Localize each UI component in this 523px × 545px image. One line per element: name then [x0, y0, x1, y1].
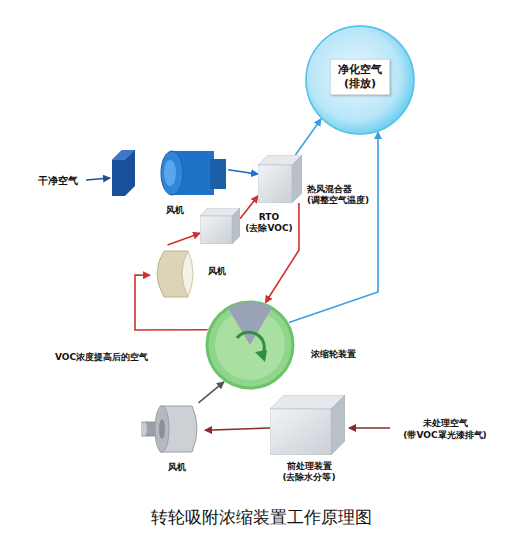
pretreatment-box-shape: [270, 395, 345, 455]
inlet-label: 干净空气: [38, 174, 78, 187]
flow-connector: [289, 132, 378, 323]
fan-unit-shape: [150, 245, 200, 300]
node-label: 风机: [208, 266, 226, 277]
fan-unit-shape: [158, 145, 228, 200]
rto-box: RTO (去除VOC): [200, 208, 240, 244]
flow-label: VOC浓度提高后的空气: [55, 352, 148, 364]
rto-box-shape: [200, 208, 240, 244]
fan-unit: 风机: [158, 145, 228, 200]
node-label: 风机: [168, 462, 186, 473]
concentrator-wheel-shape: [205, 300, 295, 390]
node-label: 风机: [166, 205, 184, 216]
filter-top: [112, 150, 135, 160]
node-label: RTO (去除VOC): [243, 212, 295, 235]
flow-connector: [205, 428, 270, 430]
node-label: 热风混合器 (调整空气温度): [307, 184, 377, 207]
flow-connector: [228, 170, 258, 174]
node-label: 浓缩轮装置: [311, 349, 356, 360]
flow-connector: [295, 119, 321, 155]
flow-connector: [168, 233, 201, 245]
filter-panel: [112, 150, 135, 196]
diagram-caption: 转轮吸附浓缩装置工作原理图: [0, 506, 523, 529]
pretreatment-box: 前处理装置 (去除水分等): [270, 395, 345, 455]
hot-air-mixer-box: 热风混合器 (调整空气温度): [258, 155, 302, 203]
fan-unit: 风机: [150, 245, 200, 300]
flow-connector: [240, 196, 258, 219]
flow-connector: [199, 382, 224, 403]
fan-unit-shape: [140, 400, 205, 455]
purified-air-circle: 净化空气 (排放): [305, 25, 415, 135]
inlet-arrow: [86, 178, 110, 180]
node-label: 前处理装置 (去除水分等): [272, 461, 346, 484]
node-label: 净化空气 (排放): [330, 59, 390, 95]
hot-air-mixer-box-shape: [258, 155, 302, 203]
concentrator-wheel: 浓缩轮装置: [205, 300, 295, 390]
fan-unit: 风机: [140, 400, 205, 455]
inlet-arrow: [349, 427, 390, 429]
inlet-label: 未处理空气 (带VOC罩光漆排气): [395, 418, 495, 441]
